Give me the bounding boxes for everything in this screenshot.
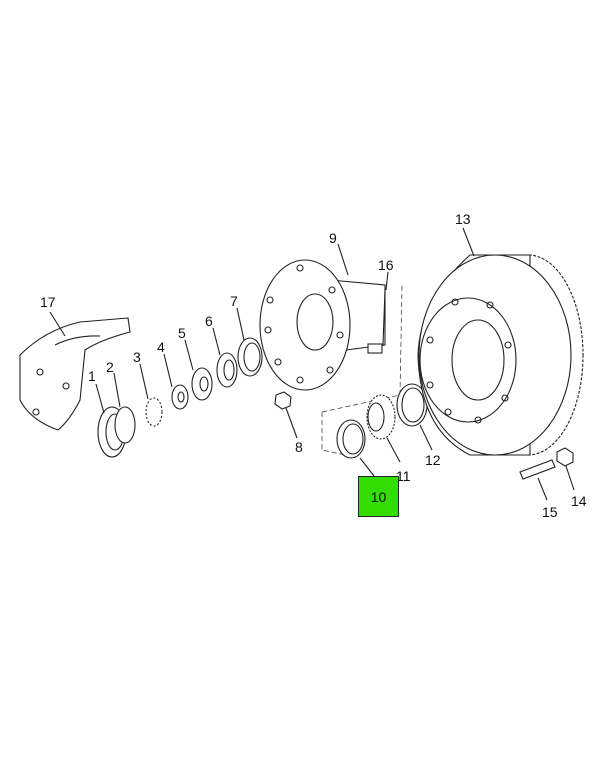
part-2[interactable] [114, 406, 136, 444]
callout-12[interactable]: 12 [425, 452, 441, 468]
callout-10-highlighted[interactable]: 10 [358, 476, 399, 517]
callout-9[interactable]: 9 [329, 230, 337, 246]
part-14-nut[interactable] [556, 447, 574, 467]
part-8-nut[interactable] [274, 391, 292, 410]
leader-lines [49, 227, 575, 501]
part-3[interactable] [145, 397, 163, 427]
callout-3[interactable]: 3 [133, 349, 141, 365]
part-5[interactable] [191, 367, 213, 401]
part-4[interactable] [171, 384, 189, 410]
part-6[interactable] [216, 352, 238, 388]
callout-11[interactable]: 11 [396, 468, 411, 484]
part-13-rotor[interactable] [417, 254, 584, 456]
callout-14[interactable]: 14 [571, 493, 587, 509]
callout-1[interactable]: 1 [88, 368, 96, 384]
callout-16[interactable]: 16 [378, 257, 394, 273]
part-16-stud[interactable] [367, 289, 386, 354]
callout-8[interactable]: 8 [295, 439, 303, 455]
part-11-bearing-cone[interactable] [366, 394, 396, 440]
callout-6[interactable]: 6 [205, 313, 213, 329]
callout-4[interactable]: 4 [157, 339, 165, 355]
callout-5[interactable]: 5 [178, 325, 186, 341]
callout-2[interactable]: 2 [106, 359, 114, 375]
callout-7[interactable]: 7 [230, 293, 238, 309]
part-15-stud[interactable] [519, 459, 556, 480]
callout-15[interactable]: 15 [542, 504, 558, 520]
callout-17[interactable]: 17 [40, 294, 56, 310]
callout-13[interactable]: 13 [455, 211, 471, 227]
part-10-bearing-cup[interactable] [336, 419, 366, 459]
part-7[interactable] [237, 337, 263, 377]
part-17-dust-shield[interactable] [19, 317, 131, 431]
callout-10-label: 10 [370, 488, 387, 505]
callout-labels: 17 1 2 3 4 5 6 7 9 16 8 11 12 13 14 15 [40, 211, 587, 520]
part-9-hub[interactable] [259, 259, 386, 391]
